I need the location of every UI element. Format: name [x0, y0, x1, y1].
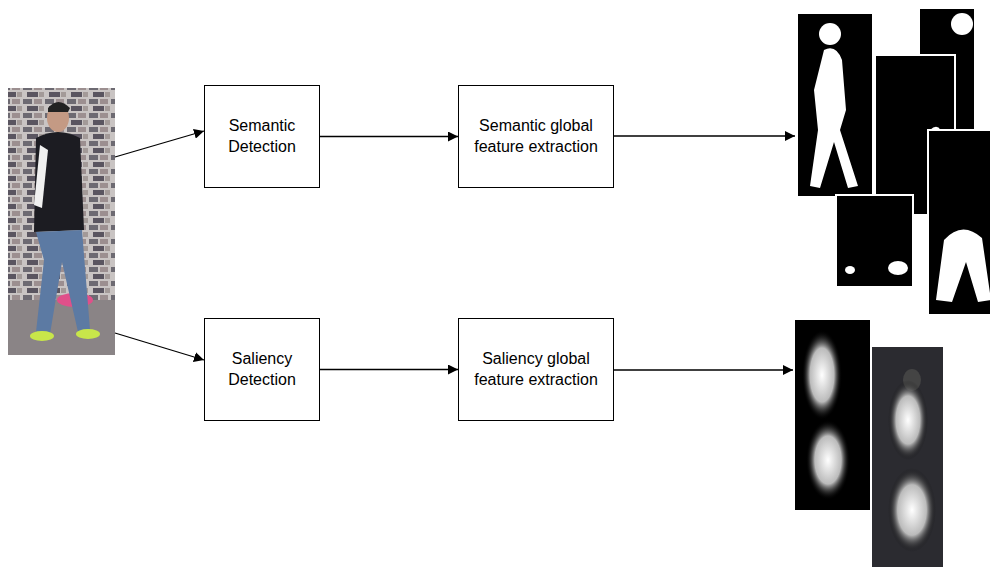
flow-arrow	[320, 136, 458, 137]
process-box: Semantic global feature extraction	[458, 85, 614, 188]
input-arrow	[115, 131, 204, 157]
semantic-masks	[797, 8, 991, 315]
box-label: Semantic Detection	[205, 116, 319, 158]
output-arrow	[608, 369, 793, 370]
output-arrow	[608, 135, 795, 136]
flow-arrow	[320, 369, 458, 370]
process-box: Saliency Detection	[204, 318, 320, 421]
pedestrian-photo	[8, 88, 115, 355]
box-label: Saliency Detection	[205, 349, 319, 391]
box-label: Saliency global feature extraction	[459, 349, 613, 391]
process-box: Semantic Detection	[204, 85, 320, 188]
process-box: Saliency global feature extraction	[458, 318, 614, 421]
saliency-maps	[795, 320, 943, 567]
input-arrow	[115, 333, 204, 360]
box-label: Semantic global feature extraction	[459, 116, 613, 158]
